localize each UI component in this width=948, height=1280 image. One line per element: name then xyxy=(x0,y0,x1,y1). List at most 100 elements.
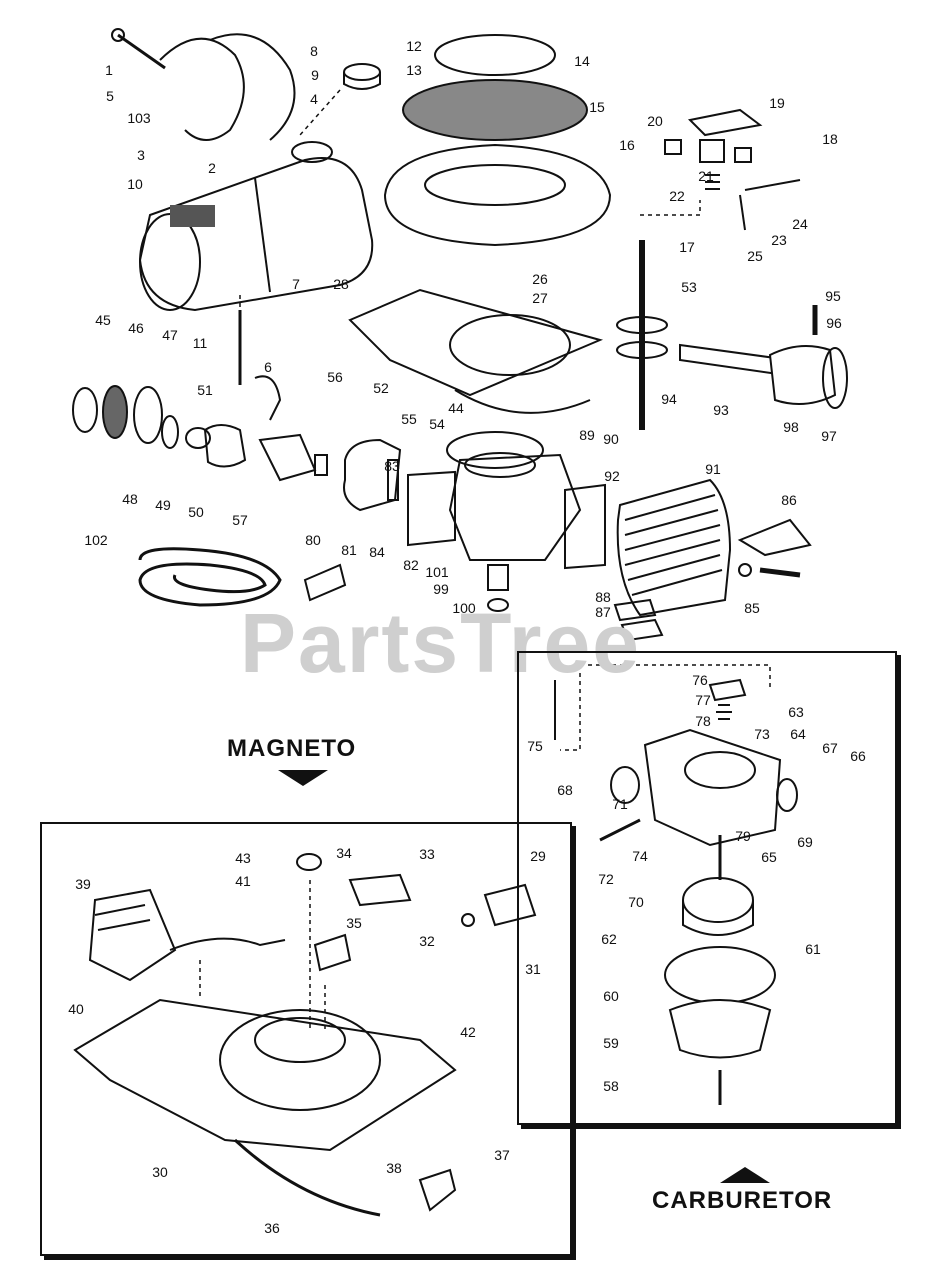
part-label: 67 xyxy=(822,740,838,756)
part-label: 27 xyxy=(532,290,548,306)
part-label: 50 xyxy=(188,504,204,520)
part-label: 15 xyxy=(589,99,605,115)
part-label: 38 xyxy=(386,1160,402,1176)
part-label: 100 xyxy=(452,600,476,616)
carburetor-panel xyxy=(517,651,897,1125)
part-label: 12 xyxy=(406,38,422,54)
intake-adapter-drawing xyxy=(343,438,402,512)
part-label: 55 xyxy=(401,411,417,427)
magneto-heading: MAGNETO xyxy=(227,735,357,762)
part-label: 42 xyxy=(460,1024,476,1040)
assembly-dash-lines xyxy=(199,89,771,1030)
part-label: 73 xyxy=(754,726,770,742)
part-label: 81 xyxy=(341,542,357,558)
part-label: 21 xyxy=(698,168,714,184)
part-label: 86 xyxy=(781,492,797,508)
cylinder-head-drawing xyxy=(616,478,732,617)
part-label: 101 xyxy=(425,564,449,580)
part-label: 23 xyxy=(771,232,787,248)
part-label: 84 xyxy=(369,544,385,560)
part-label: 71 xyxy=(612,796,628,812)
magneto-parts-drawing xyxy=(73,853,537,1217)
starter-cord-drawing xyxy=(138,547,347,607)
part-label: 34 xyxy=(336,845,352,861)
magneto-panel xyxy=(40,822,572,1256)
part-label: 36 xyxy=(264,1220,280,1236)
part-label: 54 xyxy=(429,416,445,432)
part-label: 16 xyxy=(619,137,635,153)
carburetor-heading: CARBURETOR xyxy=(652,1187,833,1214)
part-label: 102 xyxy=(84,532,108,548)
part-label: 24 xyxy=(792,216,808,232)
part-label: 66 xyxy=(850,748,866,764)
part-label: 61 xyxy=(805,941,821,957)
part-label: 58 xyxy=(603,1078,619,1094)
part-label: 68 xyxy=(557,782,573,798)
governor-parts-drawing xyxy=(664,108,801,231)
part-label: 20 xyxy=(647,113,663,129)
part-label: 45 xyxy=(95,312,111,328)
part-label: 29 xyxy=(530,848,546,864)
part-label: 60 xyxy=(603,988,619,1004)
part-label: 93 xyxy=(713,402,729,418)
part-label: 69 xyxy=(797,834,813,850)
plug-bracket-drawing xyxy=(737,518,812,578)
part-label: 44 xyxy=(448,400,464,416)
part-label: 80 xyxy=(305,532,321,548)
part-label: 74 xyxy=(632,848,648,864)
part-label: 49 xyxy=(155,497,171,513)
part-label: 30 xyxy=(152,1164,168,1180)
part-label: 13 xyxy=(406,62,422,78)
part-label: 33 xyxy=(419,846,435,862)
crankshaft-drawing xyxy=(616,240,668,430)
part-label: 22 xyxy=(669,188,685,204)
part-label: 43 xyxy=(235,850,251,866)
gaskets-drawing xyxy=(613,598,664,642)
part-label: 92 xyxy=(604,468,620,484)
part-label: 90 xyxy=(603,431,619,447)
part-label: 37 xyxy=(494,1147,510,1163)
part-label: 3 xyxy=(137,147,145,163)
strap-bands-drawing xyxy=(111,28,296,141)
part-label: 32 xyxy=(419,933,435,949)
part-label: 5 xyxy=(106,88,114,104)
part-label: 51 xyxy=(197,382,213,398)
watermark-text: PartsTree xyxy=(240,596,641,690)
part-label: 62 xyxy=(601,931,617,947)
part-label: 99 xyxy=(433,581,449,597)
part-label: 72 xyxy=(598,871,614,887)
part-label: 17 xyxy=(679,239,695,255)
carburetor-body-drawing xyxy=(258,433,328,482)
cylinder-block-drawing xyxy=(407,431,606,612)
part-label: 9 xyxy=(311,67,319,83)
part-label: 35 xyxy=(346,915,362,931)
piston-rod-drawing xyxy=(679,305,848,409)
part-label: 70 xyxy=(628,894,644,910)
part-label: 91 xyxy=(705,461,721,477)
part-label: 59 xyxy=(603,1035,619,1051)
part-label: 40 xyxy=(68,1001,84,1017)
part-label: 1 xyxy=(105,62,113,78)
part-label: 75 xyxy=(527,738,543,754)
part-label: 103 xyxy=(127,110,151,126)
part-label: 47 xyxy=(162,327,178,343)
part-label: 46 xyxy=(128,320,144,336)
part-label: 52 xyxy=(373,380,389,396)
part-label: 18 xyxy=(822,131,838,147)
part-label: 97 xyxy=(821,428,837,444)
part-label: 8 xyxy=(310,43,318,59)
part-label: 94 xyxy=(661,391,677,407)
part-label: 2 xyxy=(208,160,216,176)
carburetor-parts-drawing xyxy=(554,678,798,1105)
part-label: 88 xyxy=(595,589,611,605)
part-label: 39 xyxy=(75,876,91,892)
part-label: 7 xyxy=(292,276,300,292)
fuel-line-screen-drawing xyxy=(72,310,282,468)
part-label: 76 xyxy=(692,672,708,688)
part-label: 64 xyxy=(790,726,806,742)
part-label: 11 xyxy=(192,335,208,351)
part-label: 77 xyxy=(695,692,711,708)
part-label: 14 xyxy=(574,53,590,69)
